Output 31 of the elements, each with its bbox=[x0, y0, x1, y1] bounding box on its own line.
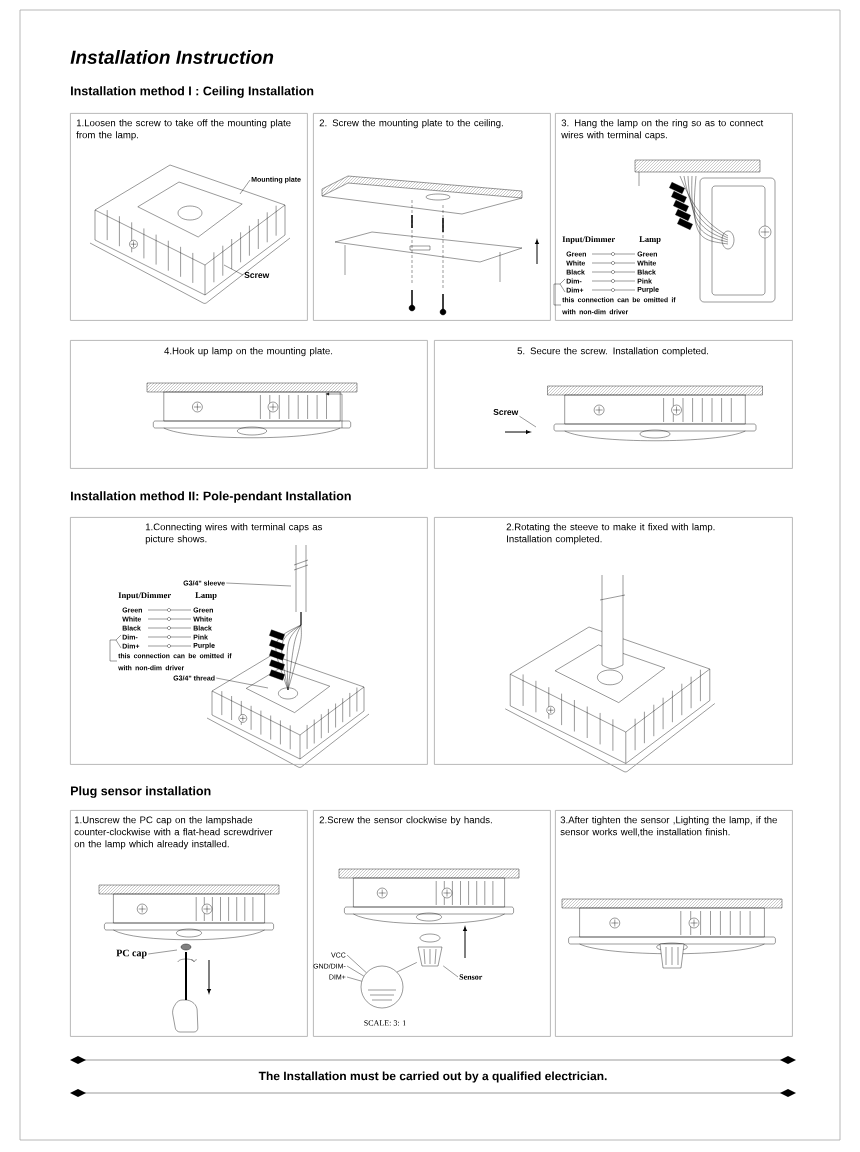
step-panel: 3.After tighten the sensor ,Lighting the lamp, if the sensor works well,the installation finish. bbox=[555, 810, 793, 1037]
leader-line bbox=[239, 179, 251, 195]
table-header: Lamp bbox=[639, 236, 661, 244]
table-header: Input/Dimmer bbox=[118, 592, 171, 600]
step-panel: 4.Hook up lamp on the mounting plate. bbox=[70, 340, 428, 469]
sensor-drawing bbox=[417, 946, 443, 967]
leader-line bbox=[346, 965, 365, 977]
table-header: Input/Dimmer bbox=[562, 236, 615, 244]
step-panel: 2.Rotating the steeve to make it fixed with lamp. Installation completed. bbox=[434, 517, 793, 765]
caption: The Installation must be carried out by a qualified electrician. bbox=[258, 1071, 607, 1083]
callout-label: Sensor bbox=[459, 974, 483, 980]
step-panel: 2. Screw the mounting plate to the ceiling. bbox=[313, 113, 551, 321]
leader-line bbox=[226, 582, 292, 587]
section-heading: Installation method I : Ceiling Installation bbox=[71, 86, 314, 98]
magnified-view bbox=[360, 965, 404, 1009]
table-header: Lamp bbox=[195, 592, 217, 600]
callout-label: PC cap bbox=[116, 949, 147, 959]
leader-line bbox=[346, 954, 367, 973]
leader-line bbox=[216, 677, 269, 689]
leader-line bbox=[396, 962, 417, 973]
leader-line bbox=[223, 264, 244, 276]
callout-label: Screw bbox=[493, 409, 519, 415]
title: Installation Instruction bbox=[70, 50, 274, 64]
scale-note: SCALE: 3: 1 bbox=[364, 1020, 406, 1026]
leader-line bbox=[443, 965, 459, 978]
leader-line bbox=[519, 416, 537, 428]
leader-line bbox=[148, 949, 178, 955]
section-heading: Plug sensor installation bbox=[71, 786, 211, 798]
leader-line bbox=[346, 976, 362, 982]
callout-label: Screw bbox=[244, 272, 270, 278]
section-heading: Installation method II: Pole-pendant Installation bbox=[71, 491, 351, 503]
